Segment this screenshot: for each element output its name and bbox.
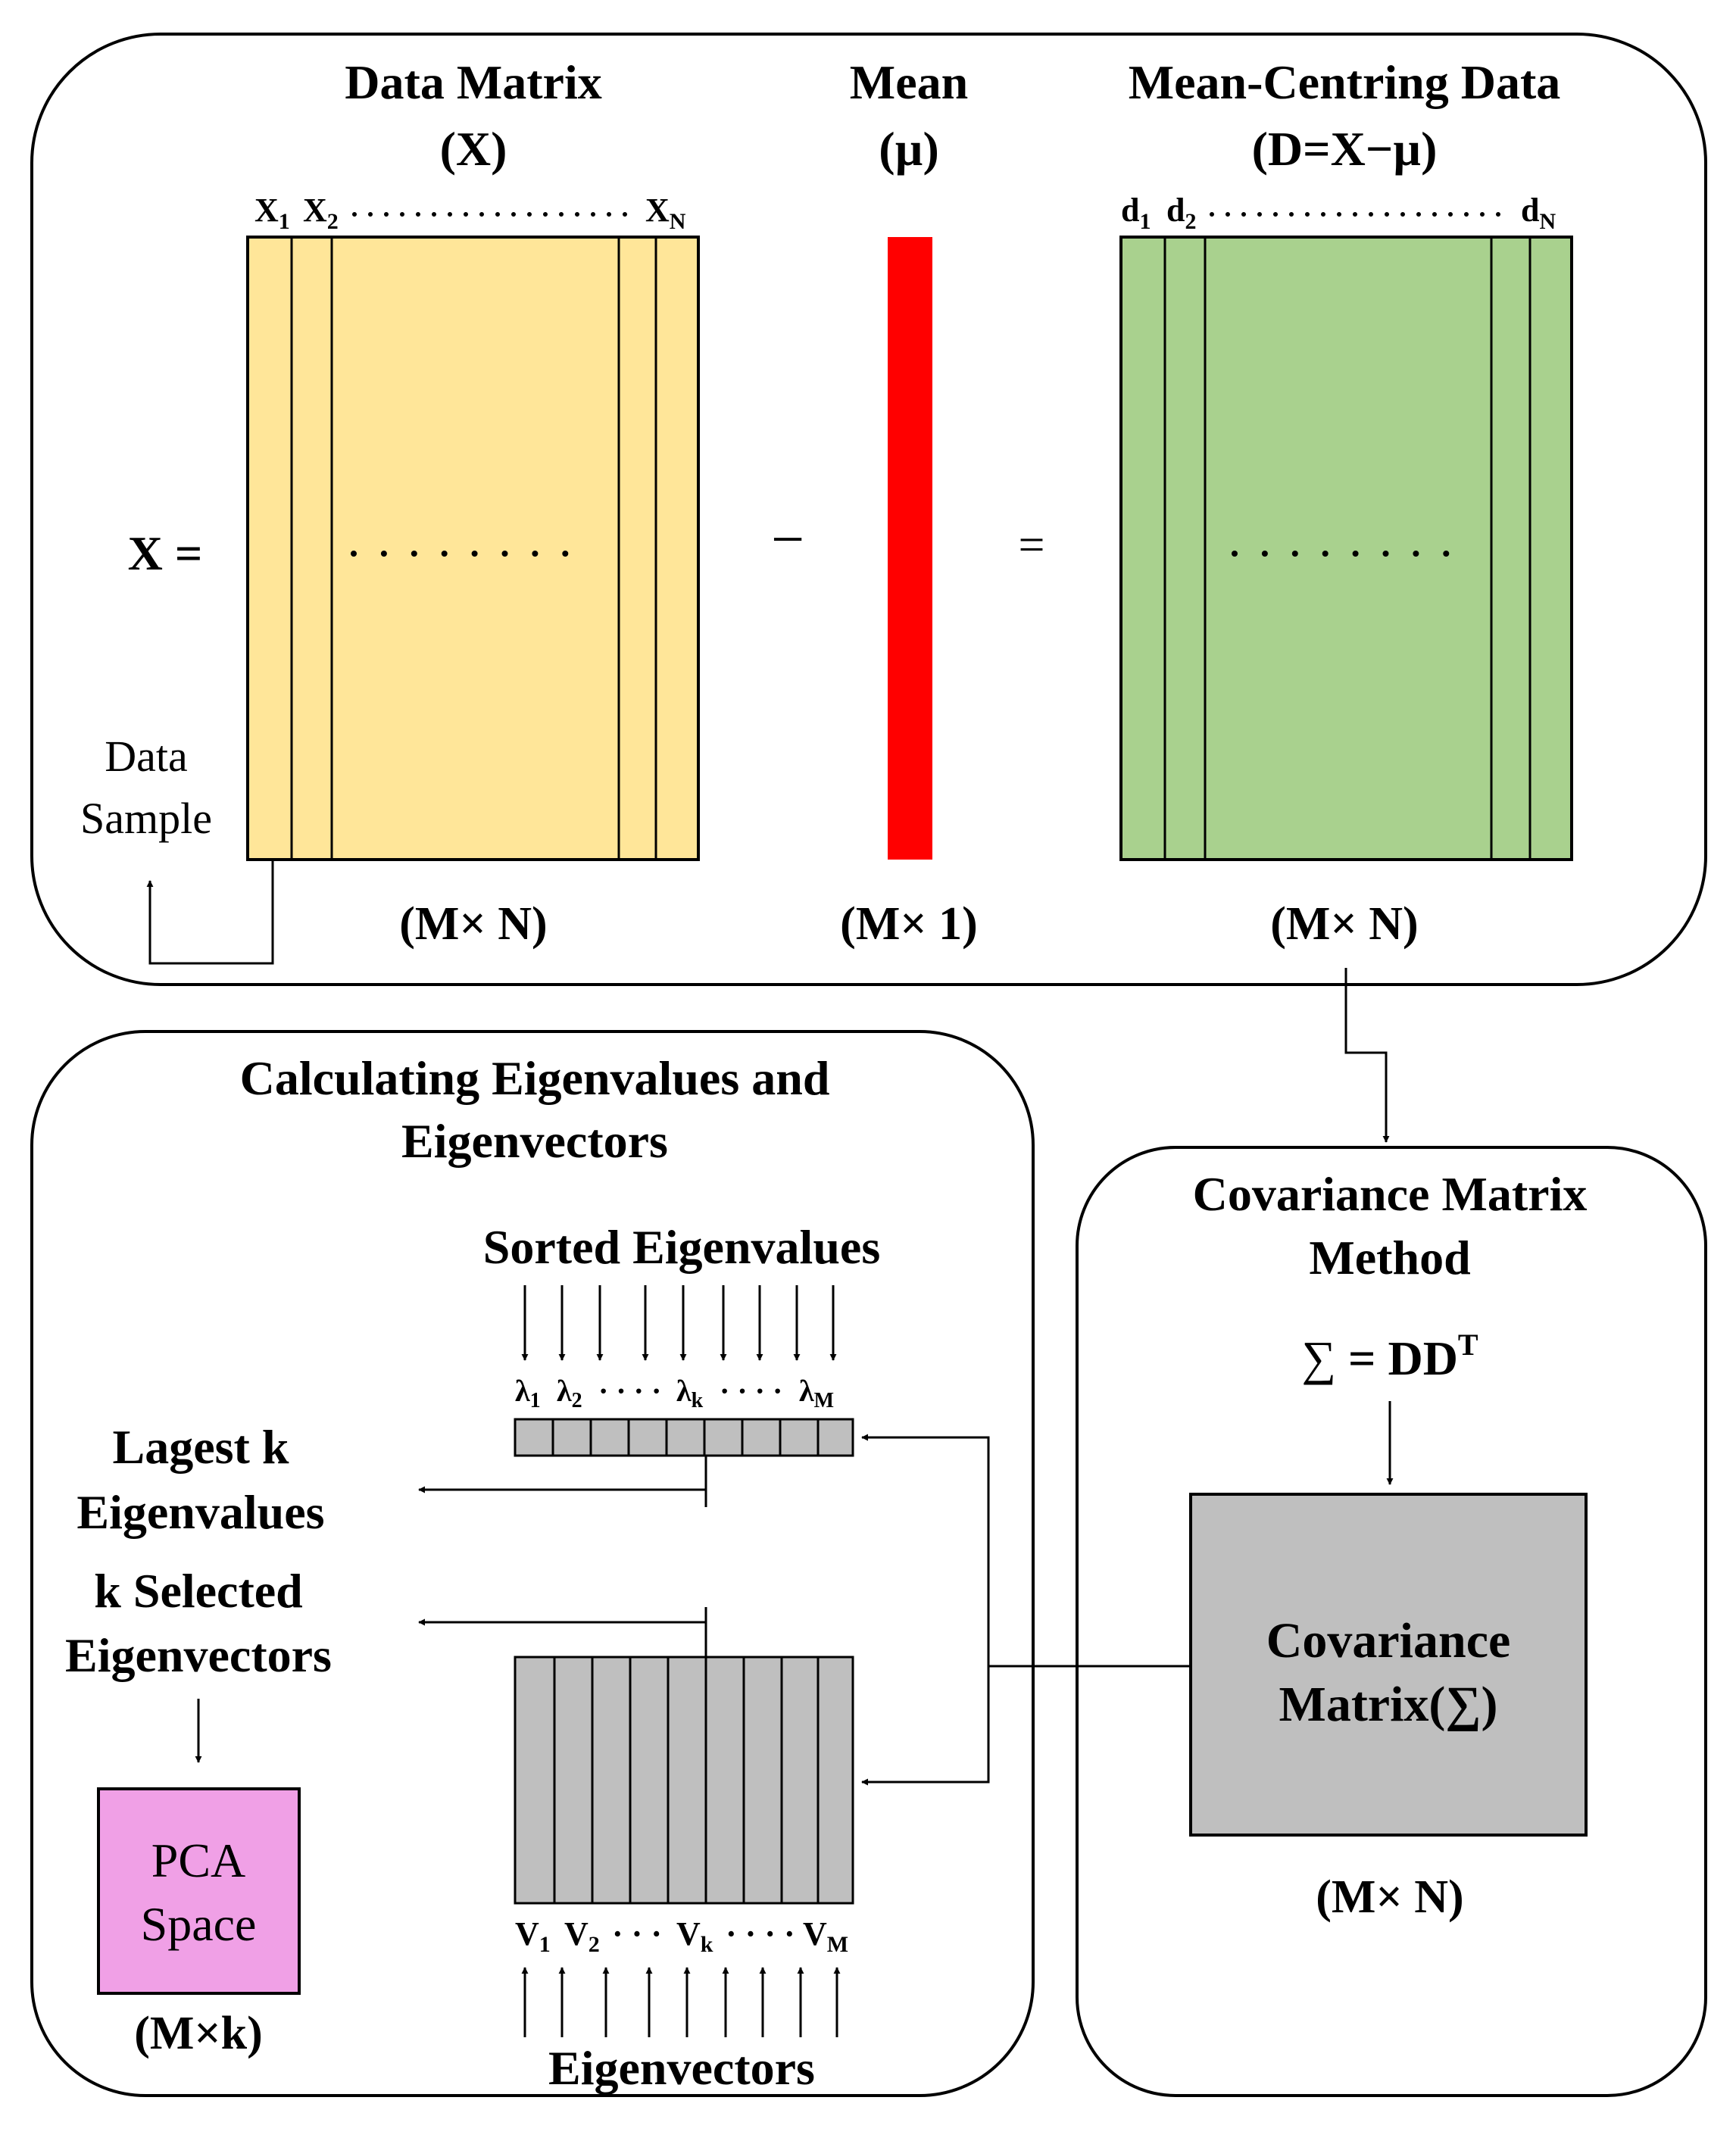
eigenvector-column [742,1656,783,1905]
v-k-label: Vk [676,1915,713,1957]
largest-k-label-1: Lagest k [113,1420,289,1474]
pca-space-box [97,1787,301,1995]
pca-space-label-2: Space [141,1897,257,1951]
lambda-2-label: λ2 [557,1374,582,1412]
eigenvector-matrix [514,1656,854,1905]
eigenvalue-cell [816,1418,854,1457]
covariance-panel-title-1: Covariance Matrix [1193,1167,1588,1221]
v-dots-1: · · · [612,1915,662,1952]
v-dots-2: · · · · [726,1915,795,1952]
x1-label: X1 [254,192,290,234]
d1-label: d1 [1121,192,1151,234]
equals-sign: = [1019,520,1045,571]
eigenvalue-cell [589,1418,630,1457]
data-matrix-symbol: (X) [440,122,507,176]
eigenvector-column [591,1656,632,1905]
eigenvector-column [816,1656,854,1905]
to-eigenvalues-arrow [861,1434,990,1666]
eigenvector-column [667,1656,707,1905]
mean-title: Mean [850,55,968,109]
data-sample-arrow [146,860,274,965]
eigenvalue-cell [551,1418,592,1457]
v-2-label: V2 [564,1915,600,1957]
eigen-panel-title-1: Calculating Eigenvalues and [240,1051,830,1105]
eigenvalue-cell [779,1418,820,1457]
centred-dims: (M× N) [1270,898,1418,950]
eigen-panel [30,1030,1035,2097]
eigen-panel-title-2: Eigenvectors [401,1114,668,1168]
covariance-box-label-1: Covariance [1266,1613,1511,1668]
eigenvector-column [704,1656,745,1905]
data-matrix-title: Data Matrix [345,55,601,109]
eigenvectors-label: Eigenvectors [548,2041,815,2095]
xn-label: XN [645,192,686,234]
minus-sign: − [771,506,804,572]
eigenvalue-cell [627,1418,668,1457]
centred-title: Mean-Centring Data [1129,55,1561,109]
eigenvector-column [553,1656,594,1905]
top-panel [30,33,1707,986]
v-1-label: V1 [515,1915,551,1957]
eigenvalue-cell [665,1418,706,1457]
eigenvector-input-arrows [521,1967,841,2037]
data-sample-label-2: Sample [80,794,212,843]
pca-space-dims: (M×k) [134,2008,263,2059]
dn-label: dN [1521,192,1556,234]
covariance-panel [1076,1146,1707,2097]
centred-matrix [1119,236,1573,861]
eigenvector-column [780,1656,820,1905]
x2-label: X2 [303,192,339,234]
d2-label: d2 [1166,192,1196,234]
eigenvector-column [629,1656,670,1905]
x-equals-label: X = [128,526,203,580]
sorted-eigenvalues-label: Sorted Eigenvalues [483,1220,880,1274]
eigenvalue-cell [703,1418,744,1457]
eigenvalue-cell [741,1418,782,1457]
lambda-dots-2: · · · · [720,1374,782,1408]
covariance-matrix-box [1189,1493,1588,1837]
data-matrix [246,236,700,861]
mean-symbol: (µ) [879,122,939,176]
covariance-box-label-2: Matrix(∑) [1279,1677,1498,1732]
covariance-panel-title-2: Method [1309,1231,1470,1284]
largest-k-label-2: Eigenvalues [76,1485,324,1539]
eigenvalue-input-arrows [521,1285,837,1361]
lambda-m-label: λM [799,1374,834,1412]
data-sample-label-1: Data [105,732,188,781]
eigenvalue-strip [514,1418,854,1457]
mean-dims: (M× 1) [840,898,978,950]
covariance-dims: (M× N) [1316,1871,1463,1923]
eigenvector-column [514,1656,556,1905]
data-matrix-dims: (M× N) [399,898,547,950]
to-eigenvectors-arrow [861,1666,990,1786]
pca-space-label-1: PCA [151,1834,246,1887]
selected-eigenvectors-label-1: k Selected [94,1564,303,1618]
lambda-k-label: λk [676,1374,704,1412]
selected-eigenvectors-label-2: Eigenvectors [65,1628,332,1682]
lambda-1-label: λ1 [515,1374,541,1412]
centred-formula: (D=X−µ) [1252,122,1438,176]
to-covariance-arrow [1344,968,1390,1143]
eigenvalue-cell [514,1418,554,1457]
covariance-formula: ∑ = DDT [1301,1328,1478,1385]
mean-vector [888,237,932,860]
lambda-dots-1: · · · · [598,1374,661,1408]
v-m-label: VM [803,1915,848,1957]
